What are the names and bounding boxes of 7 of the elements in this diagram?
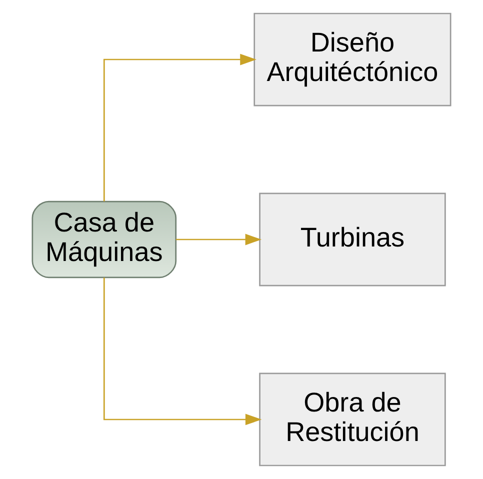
node-box: Turbinas [259,192,446,286]
node-box: Casa de Máquinas [32,200,177,278]
arrow [103,54,256,202]
arrow [103,278,262,426]
arrow [176,234,262,246]
node-box: Obra de Restitución [259,372,446,466]
node-box: Diseño Arquitéctónico [254,12,452,106]
